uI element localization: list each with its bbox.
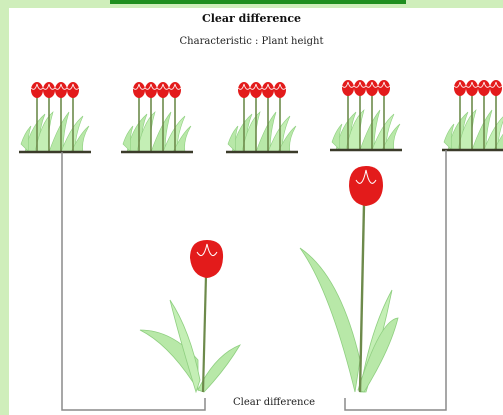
tall-tulip [300, 166, 398, 392]
characteristic-label: Characteristic : Plant height [0, 36, 503, 47]
plant-clump-5 [442, 80, 503, 150]
figure-title: Clear difference [0, 12, 503, 25]
comparison-bracket [62, 150, 446, 410]
short-tulip [140, 240, 240, 392]
plant-clump-4 [330, 80, 402, 150]
plant-clump-2 [121, 82, 193, 152]
plant-clump-3 [226, 82, 298, 152]
plant-clump-1 [19, 82, 91, 152]
bracket-label: Clear difference [219, 397, 329, 408]
